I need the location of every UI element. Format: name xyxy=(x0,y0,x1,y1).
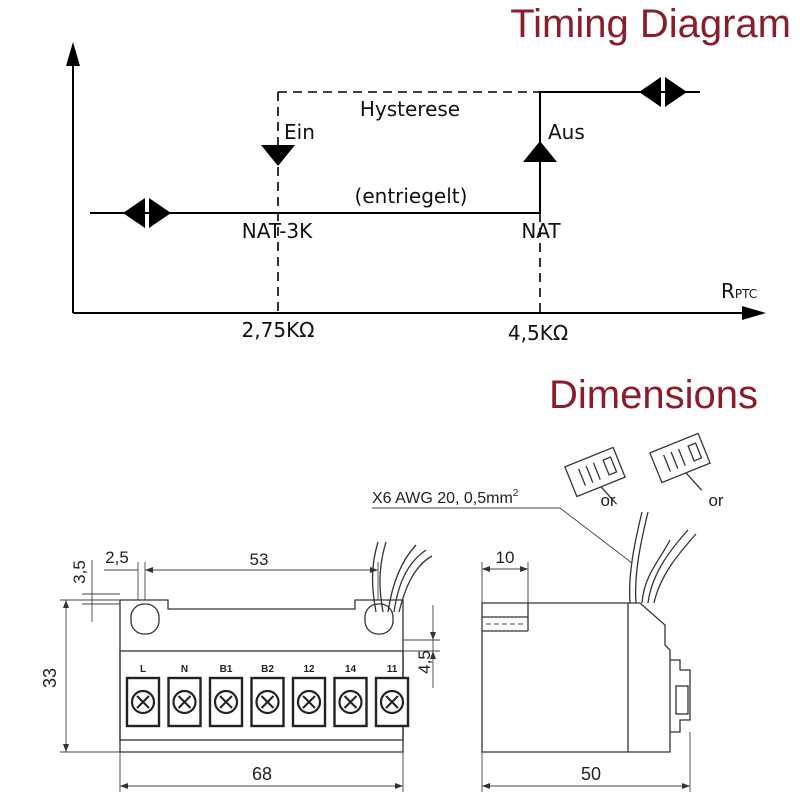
wire-connector-left xyxy=(564,446,626,505)
terminal-label: 14 xyxy=(345,664,357,675)
terminal-b1: B1 xyxy=(208,664,244,728)
dim-hole-height: 3,5 xyxy=(70,560,89,584)
dimensions-title: Dimensions xyxy=(549,373,758,417)
nat-minus-label: NAT-3K xyxy=(242,219,313,243)
terminal-label: N xyxy=(181,664,188,675)
connector-option-right: or xyxy=(708,491,723,510)
screw-slot xyxy=(136,695,150,709)
terminal-11: 11 xyxy=(374,664,410,728)
terminal-14: 14 xyxy=(333,664,368,728)
switch-off-arrow-icon xyxy=(523,141,557,162)
screw-slot xyxy=(219,695,233,709)
connector-option-left: or xyxy=(600,491,615,510)
nat-label: NAT xyxy=(521,219,561,243)
screw-slot xyxy=(302,695,316,709)
mounting-hole-left xyxy=(130,603,160,635)
tick-label-low: 2,75KΩ xyxy=(242,318,315,342)
timing-diagram-title: Timing Diagram xyxy=(510,2,791,46)
switch-off-label: Aus xyxy=(548,120,585,144)
terminal-n: N xyxy=(167,664,202,728)
mounting-hole-right xyxy=(364,603,394,635)
dim-width: 68 xyxy=(252,764,272,784)
unlocked-label: (entriegelt) xyxy=(355,184,468,208)
hysteresis-label: Hysterese xyxy=(360,97,460,121)
dim-height: 33 xyxy=(40,668,60,688)
switch-on-label: Ein xyxy=(284,120,315,144)
screw-slot xyxy=(260,695,275,709)
terminal-l: L xyxy=(125,664,161,728)
dim-hole-spacing: 53 xyxy=(250,550,269,569)
terminal-label: L xyxy=(140,664,146,675)
x-axis-arrow-icon xyxy=(742,306,766,320)
screw-slot xyxy=(177,695,192,709)
terminal-b2: B2 xyxy=(250,664,285,728)
wire-spec-label: X6 AWG 20, 0,5mm2 xyxy=(372,488,519,507)
dim-side-offset: 4,5 xyxy=(415,650,434,674)
timing-axes xyxy=(66,42,766,320)
dim-depth: 50 xyxy=(581,764,601,784)
switch-on-arrow-icon xyxy=(261,145,295,166)
y-axis-arrow-icon xyxy=(66,42,80,66)
x-axis-label: RPTC xyxy=(721,279,757,303)
dim-side-top: 10 xyxy=(496,548,515,567)
wire-connector-right xyxy=(649,432,711,491)
terminal-label: 11 xyxy=(387,664,398,675)
screw-slot xyxy=(343,695,358,709)
line-break-right-icon xyxy=(639,77,687,107)
front-view: L N B1 B2 12 14 11 53 2,5 3,5 33 xyxy=(40,541,440,792)
terminal-12: 12 xyxy=(291,664,327,728)
line-break-left-icon xyxy=(123,198,171,228)
screw-slot xyxy=(385,695,399,709)
side-view: or or X6 AWG 20, 0,5mm2 10 50 xyxy=(372,432,724,792)
terminal-label: B2 xyxy=(261,664,274,675)
dim-hole-offset: 2,5 xyxy=(105,548,129,567)
terminal-block: L N B1 B2 12 14 11 xyxy=(125,664,410,728)
tick-label-high: 4,5KΩ xyxy=(508,321,568,345)
terminal-label: 12 xyxy=(303,664,315,675)
terminal-label: B1 xyxy=(220,664,233,675)
